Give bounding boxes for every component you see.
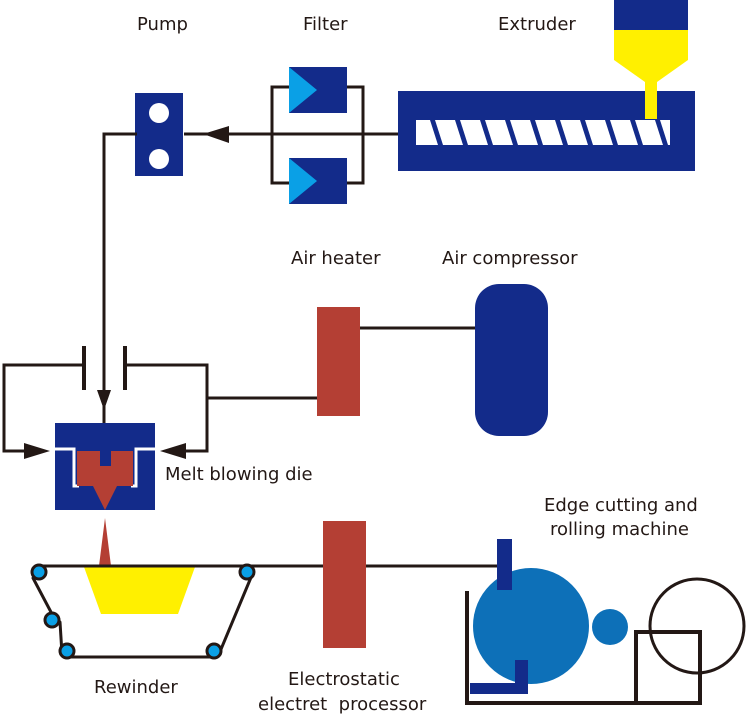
arrow-air-left xyxy=(24,443,50,459)
electret-processor xyxy=(323,521,366,648)
rewinder-roller xyxy=(58,642,76,660)
screw-flight xyxy=(430,120,443,145)
main-roll xyxy=(473,568,589,684)
screw-flight xyxy=(605,120,618,145)
screw-flight xyxy=(580,120,593,145)
cutter-blade-bottom-horizontal xyxy=(470,683,528,694)
screw-flight xyxy=(530,120,543,145)
screw-flight xyxy=(505,120,518,145)
label-rewinder: Rewinder xyxy=(94,677,178,698)
label-edge-cutting-line1: Edge cutting and xyxy=(544,495,698,516)
label-pump: Pump xyxy=(137,14,188,35)
collector-hood xyxy=(84,567,195,614)
hopper-cap xyxy=(614,0,688,30)
arrow-air-right xyxy=(160,443,186,459)
rewinder-roller xyxy=(43,611,61,629)
label-air-compressor: Air compressor xyxy=(442,248,578,269)
pump xyxy=(135,93,183,176)
screw-flight xyxy=(630,120,643,145)
extruder xyxy=(398,0,695,171)
die-melt-cavity xyxy=(77,451,133,510)
label-extruder: Extruder xyxy=(498,14,576,35)
machine-frame xyxy=(465,591,702,705)
pump-gear-bottom xyxy=(149,149,169,169)
rewinder-roller xyxy=(238,563,256,581)
filter-top xyxy=(289,67,347,113)
air-line-right xyxy=(125,363,209,453)
cutter-blade-top xyxy=(497,539,512,590)
melt-blowing-die xyxy=(55,423,155,510)
air-compressor xyxy=(475,284,548,436)
arrow-to-die xyxy=(97,390,111,410)
edge-cutting-rolling-machine xyxy=(465,539,746,705)
hopper-body xyxy=(614,30,688,119)
label-edge-cutting-line2: rolling machine xyxy=(550,519,689,540)
screw-flight xyxy=(480,120,493,145)
extruder-screw-flights xyxy=(430,120,668,145)
label-filter: Filter xyxy=(303,14,348,35)
label-air-heater: Air heater xyxy=(291,248,381,269)
rewinder-roller xyxy=(30,563,48,581)
air-heater xyxy=(317,307,360,416)
label-melt-blowing-die: Melt blowing die xyxy=(165,464,313,485)
filter-top-triangle xyxy=(289,67,317,113)
screw-flight xyxy=(555,120,568,145)
air-line-left xyxy=(2,363,84,453)
screw-flight xyxy=(455,120,468,145)
rewinder-rollers xyxy=(30,563,256,660)
small-roll xyxy=(592,609,628,645)
pump-gear-top xyxy=(149,103,169,123)
label-electret-line2: electret processor xyxy=(258,694,427,715)
filter-bottom-triangle xyxy=(289,158,317,204)
arrow-to-pump xyxy=(203,126,229,143)
filter-bottom xyxy=(289,158,347,204)
flow-line-pump-die xyxy=(102,132,137,400)
label-electret-line1: Electrostatic xyxy=(288,669,400,690)
melt-fiber-stream xyxy=(99,518,111,566)
screw-flight xyxy=(655,120,668,145)
rewinder-roller xyxy=(205,642,223,660)
wind-up-roll-outline xyxy=(648,577,746,675)
